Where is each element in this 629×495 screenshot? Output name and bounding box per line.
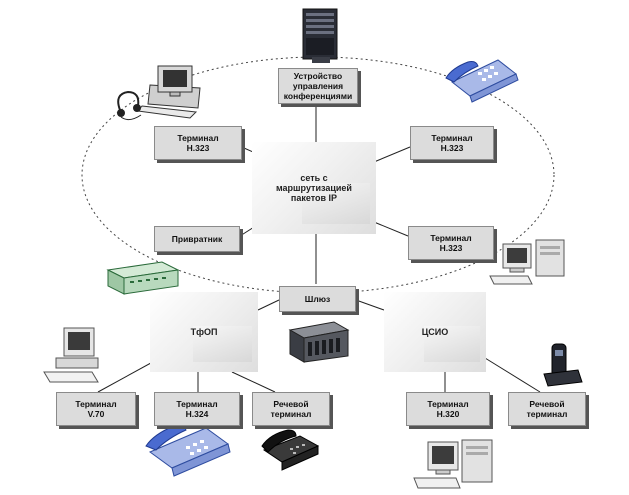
pc-icon-right [489, 239, 565, 285]
gateway-device-icon [288, 321, 350, 363]
connector-lines [97, 104, 541, 393]
black-phone-icon [261, 429, 320, 471]
h323-terminal-top-left-box: Терминал H.323 [154, 126, 242, 160]
workstation-headset-icon [117, 65, 201, 121]
desk-phone-icon [445, 59, 519, 103]
isdn-zone: ЦСИО [384, 292, 486, 372]
v70-terminal-box: Терминал V.70 [56, 392, 136, 426]
desk-phone-icon-bottom [145, 425, 231, 477]
line-h323mr-network [373, 221, 409, 237]
pc-icon-bottom [413, 439, 493, 489]
cordless-phone-icon [543, 343, 583, 387]
line-h323tr-network [373, 146, 411, 163]
line-pstn-v70 [97, 357, 161, 393]
voice-terminal-right-box: Речевой терминал [508, 392, 586, 426]
gateway-box: Шлюз [279, 286, 356, 312]
h320-terminal-box: Терминал H.320 [406, 392, 490, 426]
modem-icon [106, 261, 180, 295]
h324-terminal-box: Терминал H.324 [154, 392, 240, 426]
conference-unit-box: Устройство управления конференциями [278, 68, 358, 104]
gatekeeper-box: Привратник [154, 226, 240, 252]
pstn-zone: ТфОП [150, 292, 258, 372]
h323-terminal-mid-right-box: Терминал H.323 [408, 226, 494, 260]
pc-icon-left [43, 327, 99, 383]
line-gateway-pstn [257, 299, 280, 311]
h323-terminal-top-right-box: Терминал H.323 [410, 126, 494, 160]
line-isdn-voice [484, 357, 541, 393]
server-icon [302, 8, 338, 63]
line-pstn-voice [231, 371, 276, 393]
voice-terminal-left-box: Речевой терминал [252, 392, 330, 426]
pstn-label: ТфОП [190, 327, 218, 337]
ip-network-zone: сеть с маршрутизацией пакетов IP [252, 142, 376, 234]
ip-network-label: сеть с маршрутизацией пакетов IP [276, 173, 352, 203]
line-gateway-isdn [355, 299, 385, 311]
isdn-label: ЦСИО [421, 327, 449, 337]
